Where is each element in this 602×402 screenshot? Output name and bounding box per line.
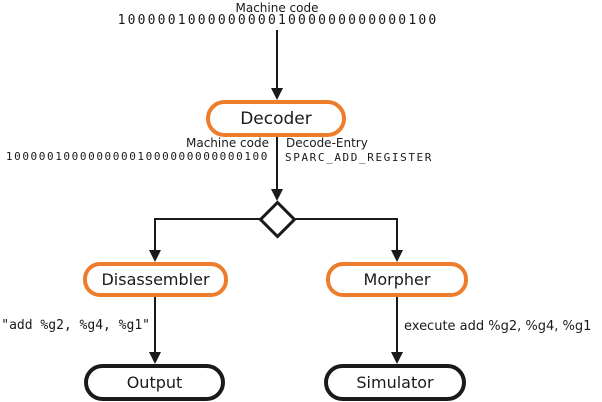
line-diamond-right bbox=[295, 218, 397, 220]
node-morpher: Morpher bbox=[326, 262, 468, 297]
arrowhead-disassembler-icon bbox=[149, 250, 161, 262]
line-disassembler-to-output bbox=[154, 297, 156, 352]
node-decoder-label: Decoder bbox=[240, 108, 312, 129]
node-morpher-label: Morpher bbox=[363, 270, 431, 289]
node-simulator: Simulator bbox=[324, 364, 466, 401]
edge-disassembler-output-text: "add %g2, %g4, %g1" bbox=[1, 318, 150, 333]
node-disassembler-label: Disassembler bbox=[101, 270, 210, 289]
decision-diamond bbox=[258, 200, 297, 239]
machine-code-binary: 10000010000000001000000000000100 bbox=[117, 13, 439, 28]
line-decoder-to-diamond bbox=[276, 137, 278, 189]
arrowhead-decoder-icon bbox=[271, 88, 283, 100]
node-disassembler: Disassembler bbox=[83, 262, 228, 297]
line-morpher-to-simulator bbox=[396, 297, 398, 352]
line-input-to-decoder bbox=[276, 30, 278, 88]
arrowhead-simulator-icon bbox=[391, 352, 403, 364]
line-to-morpher bbox=[396, 218, 398, 250]
node-output-label: Output bbox=[126, 373, 183, 392]
node-simulator-label: Simulator bbox=[356, 373, 434, 392]
line-diamond-left bbox=[154, 218, 260, 220]
node-decoder: Decoder bbox=[206, 100, 346, 137]
edge-morpher-output-text: execute add %g2, %g4, %g1 bbox=[404, 319, 592, 334]
edge-decode-entry-label: Decode-Entry bbox=[286, 136, 368, 150]
arrowhead-diamond-icon bbox=[271, 189, 283, 201]
line-to-disassembler bbox=[154, 218, 156, 250]
machine-code-title: Machine code bbox=[235, 1, 319, 15]
arrowhead-morpher-icon bbox=[391, 250, 403, 262]
arrowhead-output-icon bbox=[149, 352, 161, 364]
edge-machine-code-binary: 10000010000000001000000000000100 bbox=[5, 150, 269, 163]
edge-machine-code-label: Machine code bbox=[186, 136, 269, 150]
node-output: Output bbox=[84, 364, 225, 401]
edge-decode-entry-value: SPARC_ADD_REGISTER bbox=[285, 151, 434, 164]
